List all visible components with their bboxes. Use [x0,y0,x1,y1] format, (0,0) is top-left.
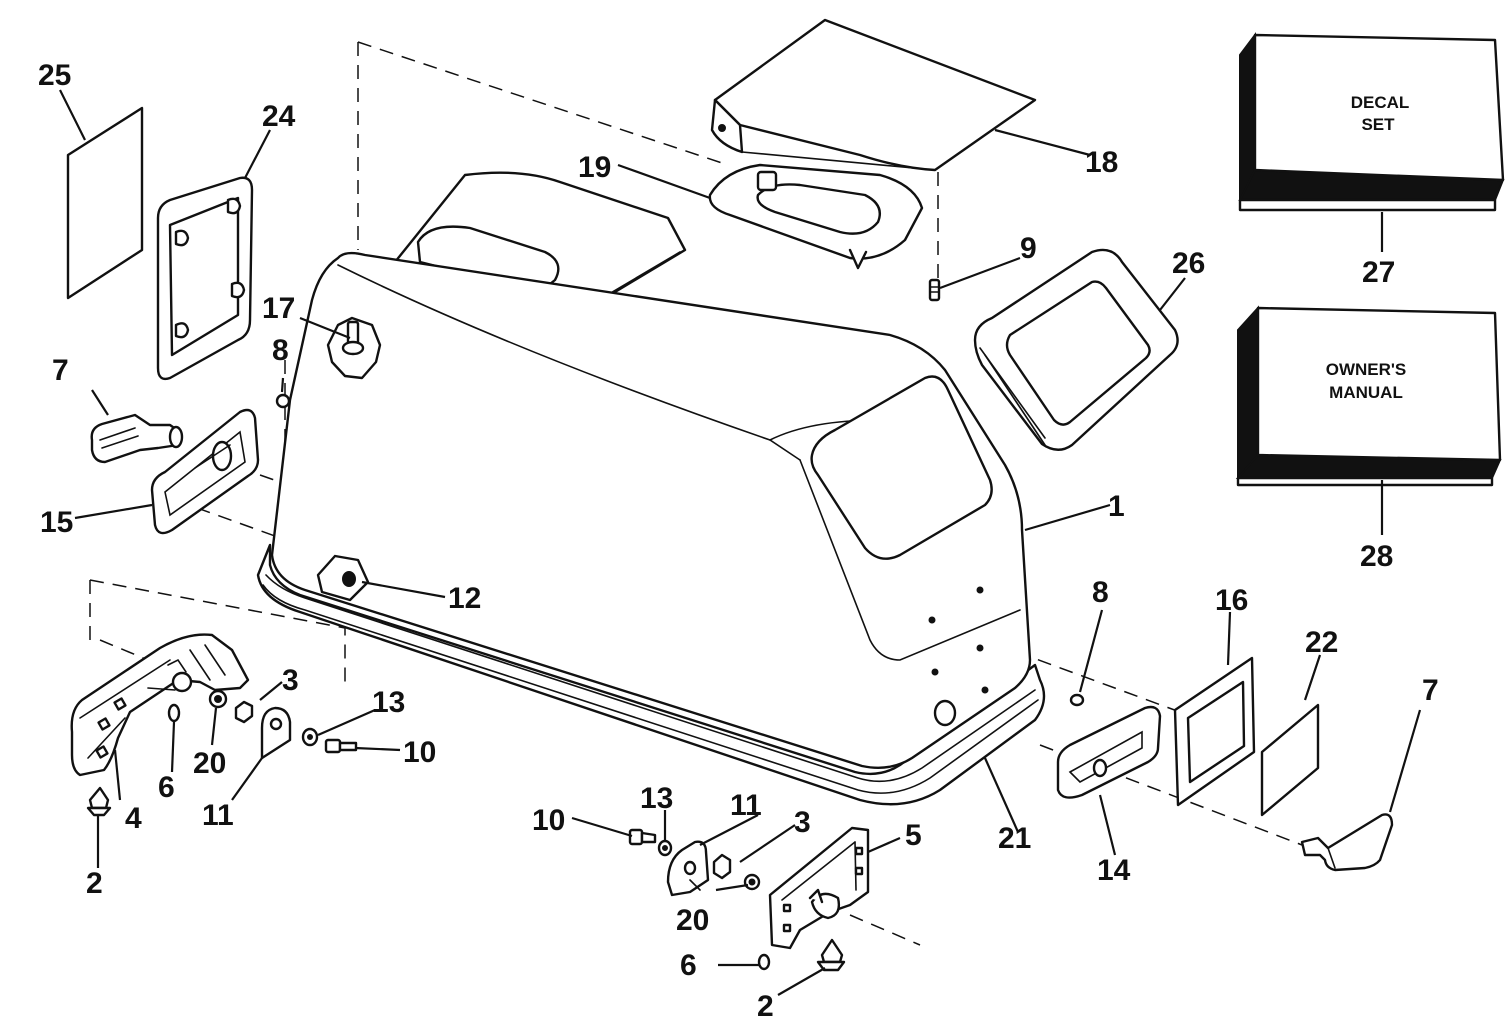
decal-sheet-22 [1260,703,1320,817]
callout-14: 14 [1097,854,1131,887]
window-frame [973,248,1179,451]
bracket-5 [768,826,870,950]
vent-seal [708,163,924,270]
callout-1: 1 [1108,490,1125,523]
latch-plate-15 [150,408,260,535]
callout-2-right: 2 [757,990,774,1023]
handle-7-right [1300,813,1394,872]
owners-manual-box: OWNER'S MANUAL [1235,305,1502,487]
callout-16: 16 [1215,584,1248,617]
callout-13-right: 13 [640,782,673,815]
bolt-6-left [167,703,181,723]
washer-13-right [657,839,673,857]
callout-4: 4 [125,802,142,835]
callout-3-left: 3 [282,664,299,697]
leader-lines [59,89,1422,996]
callout-25: 25 [38,59,71,92]
bracket-11-right [666,840,710,897]
callout-20-right: 20 [676,904,709,937]
screw-9 [928,278,941,302]
bolt-6-right [757,953,771,971]
pin-8-left [275,393,291,409]
screw-10-right [628,828,657,846]
callout-20-left: 20 [193,747,226,780]
gasket-24 [156,176,254,381]
callout-9: 9 [1020,232,1037,265]
callout-21: 21 [998,822,1031,855]
callout-26: 26 [1172,247,1205,280]
manual-box-label-1: OWNER'S [1326,360,1407,379]
callout-11-right: 11 [730,789,762,822]
callout-18: 18 [1085,146,1118,179]
decal-box-label-2: SET [1361,115,1395,134]
callout-8-right: 8 [1092,576,1109,609]
knob-17 [326,316,382,380]
gasket-16 [1173,656,1256,807]
manual-box-label-2: MANUAL [1329,383,1403,402]
callout-28: 28 [1360,540,1393,573]
bracket-11-left [260,706,292,760]
callout-6-right: 6 [680,949,697,982]
callout-6-left: 6 [158,771,175,804]
callout-10-right: 10 [532,804,565,837]
handle-7-left [90,413,184,464]
nut-3-left [234,700,254,724]
callout-15: 15 [40,506,73,539]
callout-22: 22 [1305,626,1338,659]
callout-2-left: 2 [86,867,103,900]
callout-17: 17 [262,292,295,325]
callout-7-right: 7 [1422,674,1439,707]
callout-27: 27 [1362,256,1395,289]
mount-2-right [816,938,846,972]
callout-24: 24 [262,100,296,133]
callout-7-left: 7 [52,354,69,387]
bracket-4 [70,633,250,777]
callout-12: 12 [448,582,481,615]
nut-3-right [712,853,732,880]
callout-8-left: 8 [272,334,289,367]
callout-10-left: 10 [403,736,436,769]
latch-plate-14 [1056,705,1162,799]
washer-20-right [743,873,761,891]
top-vent-cover [710,18,1037,172]
screw-10-left [324,738,358,754]
mount-2-left [86,786,112,817]
pin-8-right [1069,693,1085,707]
decal-sheet-25 [66,106,144,300]
washer-13-left [301,727,319,747]
callout-numbers: 1 2 2 3 3 4 5 6 6 7 7 8 8 9 10 10 11 11 … [38,59,1439,1023]
washer-20-left [208,689,228,709]
callout-19: 19 [578,151,611,184]
callout-5: 5 [905,819,922,852]
decal-box-label-1: DECAL [1351,93,1410,112]
decal-set-box: DECAL SET [1238,32,1505,212]
callout-11-left: 11 [202,799,234,832]
callout-3-right: 3 [794,806,811,839]
callout-13-left: 13 [372,686,405,719]
engine-cover [256,171,1046,806]
